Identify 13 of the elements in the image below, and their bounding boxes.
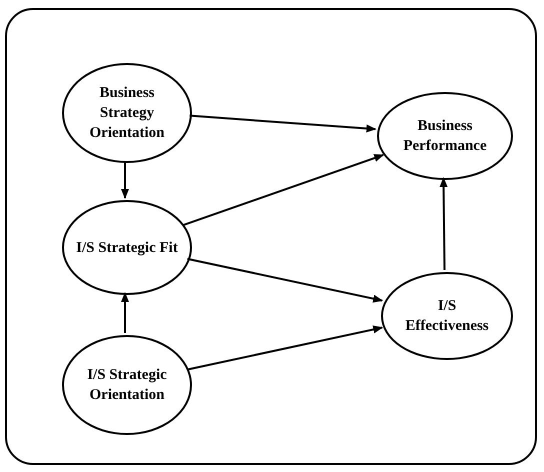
- construct-label: I/S Strategic Fit: [75, 238, 179, 258]
- arrow: [121, 161, 129, 199]
- construct-label: I/S Strategic Orientation: [86, 366, 168, 405]
- arrow: [187, 258, 384, 303]
- construct-label: I/S Effectiveness: [404, 297, 490, 336]
- arrow: [121, 292, 129, 333]
- arrow: [440, 177, 448, 270]
- arrow: [183, 154, 384, 226]
- arrow: [187, 326, 384, 370]
- container-box: [5, 8, 537, 465]
- arrow: [190, 114, 376, 132]
- construct-label: Business Performance: [402, 117, 488, 156]
- construct-label: Business Strategy Orientation: [88, 84, 166, 143]
